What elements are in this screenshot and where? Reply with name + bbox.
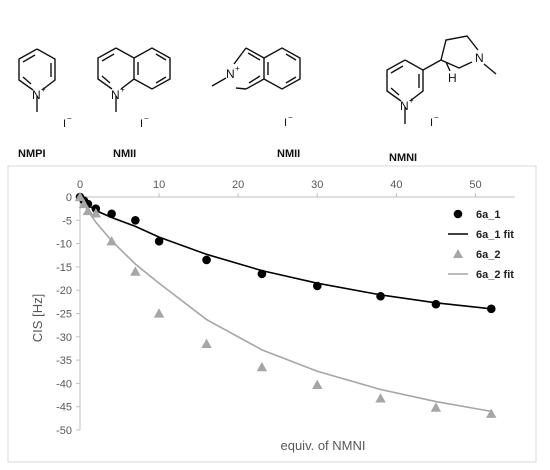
x-tick-label: 40 [390,179,402,191]
data-point [201,338,212,348]
data-point [74,191,86,202]
data-point [107,209,116,219]
data-point [486,304,496,314]
nmqi-charge: + [120,85,125,94]
x-tick-label: 50 [469,179,481,191]
y-tick-label: -30 [56,332,72,344]
y-tick-label: 0 [66,192,72,204]
label-nmii: NMII [277,148,300,160]
y-tick-label: -15 [56,262,72,274]
data-point [202,255,211,265]
data-point [153,308,165,318]
nmni-counter-ion: I [430,117,433,129]
x-axis-title: equiv. of NMNI [280,438,365,453]
nmpi-counter-charge: − [67,114,72,123]
data-point [106,236,117,246]
data-point [376,291,385,301]
data-point [82,205,94,216]
nmqi-counter-charge: − [144,114,149,123]
nmpi-n-atom: N [32,88,41,102]
y-tick-label: -20 [56,285,72,297]
data-point [130,266,141,276]
structure-nmni [386,35,497,124]
data-point [312,281,322,291]
data-point [256,361,268,372]
nmii-n-atom: N [226,67,235,81]
data-point [257,269,267,279]
chart-frame [7,165,537,463]
series-line-1 [79,196,492,310]
nmii-charge: + [235,64,240,73]
y-tick-label: -25 [56,309,72,321]
data-point [154,236,164,246]
label-nmni: NMNI [389,152,417,164]
nmni-charge: + [409,96,414,105]
y-tick-label: -10 [56,239,72,251]
structure-nmii [211,47,301,90]
structure-nmpi [18,48,56,112]
legend-marker [453,209,463,219]
nmpi-charge: + [41,85,46,94]
y-tick-label: -35 [56,355,72,367]
x-tick-label: 0 [77,179,83,191]
label-nmqi: NMII [113,148,136,160]
y-axis-title: CIS [Hz] [30,294,45,342]
structure-nmqi [97,47,171,112]
nmpi-counter-ion: I [63,118,66,130]
nmqi-n-atom: N [111,88,120,102]
data-point [90,208,102,218]
nmqi-counter-ion: I [140,118,143,130]
nmii-counter-ion: I [284,117,287,129]
nmii-counter-charge: − [288,113,293,122]
x-tick-label: 20 [232,179,244,191]
data-point [430,402,442,412]
legend-label: 6a_2 [476,249,500,261]
data-point [486,408,497,418]
x-tick-label: 30 [311,179,323,191]
data-point [431,299,441,309]
nmni-pyrrolidine-n: N [475,51,484,65]
chart: 0 10 20 30 40 50 0 -5 -10 -15 -20 -25 -30 -35 -40 -45 -5… [56,179,515,437]
label-nmpi: NMPI [18,148,46,160]
y-tick-label: -50 [56,425,72,437]
nmni-n-atom: N [400,99,409,113]
y-tick-label: -40 [56,378,72,390]
y-tick-label: -5 [62,215,72,227]
legend-marker [453,249,463,258]
nmni-counter-charge: − [434,113,439,122]
legend-label: 6a_1 fit [476,229,514,241]
data-point [375,393,386,403]
legend-label: 6a_2 fit [476,269,514,281]
legend-label: 6a_1 [476,209,500,221]
data-point [312,379,323,389]
x-tick-label: 10 [153,179,165,191]
nmni-stereo-h: H [448,71,457,85]
y-tick-label: -45 [56,402,72,414]
data-point [78,198,90,209]
data-point [131,216,140,225]
